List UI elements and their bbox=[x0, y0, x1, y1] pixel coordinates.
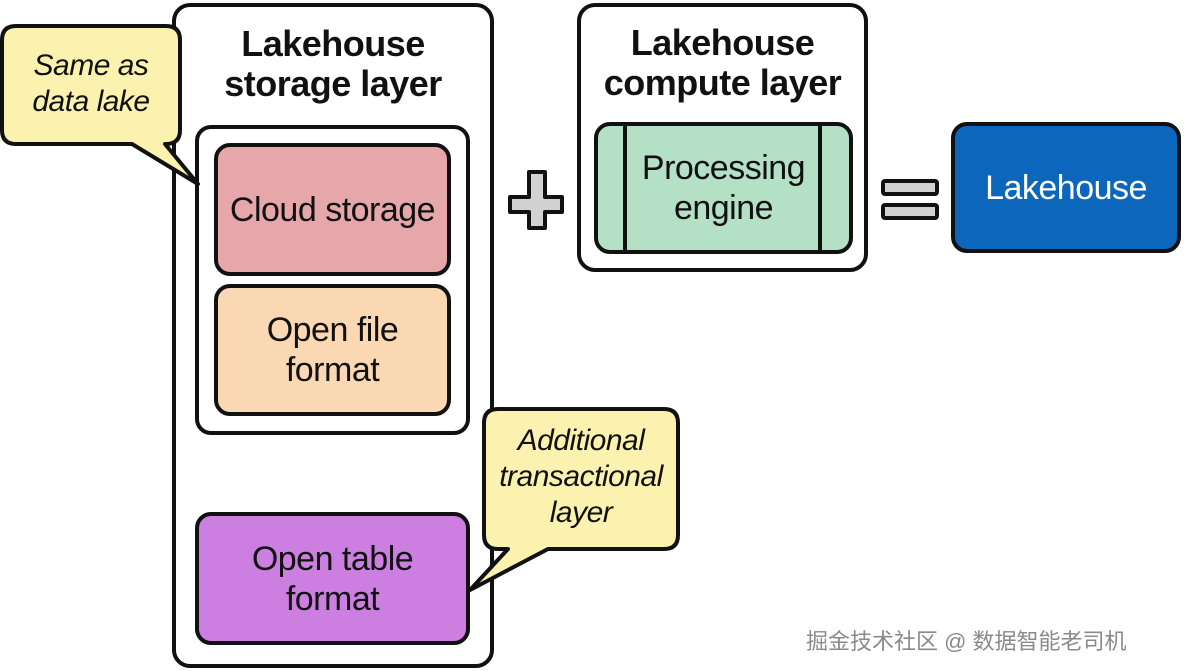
open-table-format-line1: Open table bbox=[251, 539, 414, 578]
storage-layer-title-line2: storage layer bbox=[224, 63, 442, 104]
processing-engine-divider-left bbox=[623, 124, 627, 252]
processing-engine-line1: Processing bbox=[641, 149, 806, 187]
lakehouse-result-label: Lakehouse bbox=[985, 168, 1147, 207]
open-file-format-line1: Open file bbox=[266, 311, 399, 349]
lakehouse-result-box: Lakehouse bbox=[951, 122, 1181, 253]
open-table-format-line2: format bbox=[285, 579, 380, 618]
processing-engine-box: Processing engine bbox=[594, 122, 853, 254]
open-table-format-box: Open table format bbox=[195, 512, 470, 645]
callout-data-lake-text: Same as data lake bbox=[4, 48, 178, 120]
compute-layer-title-line2: compute layer bbox=[603, 62, 842, 103]
equals-icon bbox=[881, 179, 939, 220]
callout-transactional-text: Additional transactional layer bbox=[486, 423, 676, 531]
storage-layer-title-line1: Lakehouse bbox=[241, 23, 425, 64]
callout-transactional-line1: Additional bbox=[517, 424, 645, 457]
processing-engine-divider-right bbox=[818, 124, 822, 252]
plus-icon bbox=[508, 170, 564, 230]
compute-layer-title-line1: Lakehouse bbox=[630, 22, 815, 63]
processing-engine-line2: engine bbox=[673, 189, 774, 227]
open-file-format-box: Open file format bbox=[214, 284, 451, 416]
callout-data-lake-line2: data lake bbox=[32, 85, 150, 118]
callout-transactional-line2: transactional bbox=[499, 460, 663, 493]
callout-transactional-line3: layer bbox=[549, 496, 613, 529]
open-file-format-line2: format bbox=[285, 351, 380, 389]
storage-layer-title: Lakehouse storage layer bbox=[176, 24, 490, 104]
cloud-storage-box: Cloud storage bbox=[214, 143, 451, 276]
cloud-storage-label: Cloud storage bbox=[229, 190, 436, 229]
watermark-text: 掘金技术社区 @ 数据智能老司机 bbox=[806, 629, 1127, 654]
callout-data-lake-line1: Same as bbox=[33, 49, 149, 82]
compute-layer-title: Lakehouse compute layer bbox=[581, 23, 864, 103]
